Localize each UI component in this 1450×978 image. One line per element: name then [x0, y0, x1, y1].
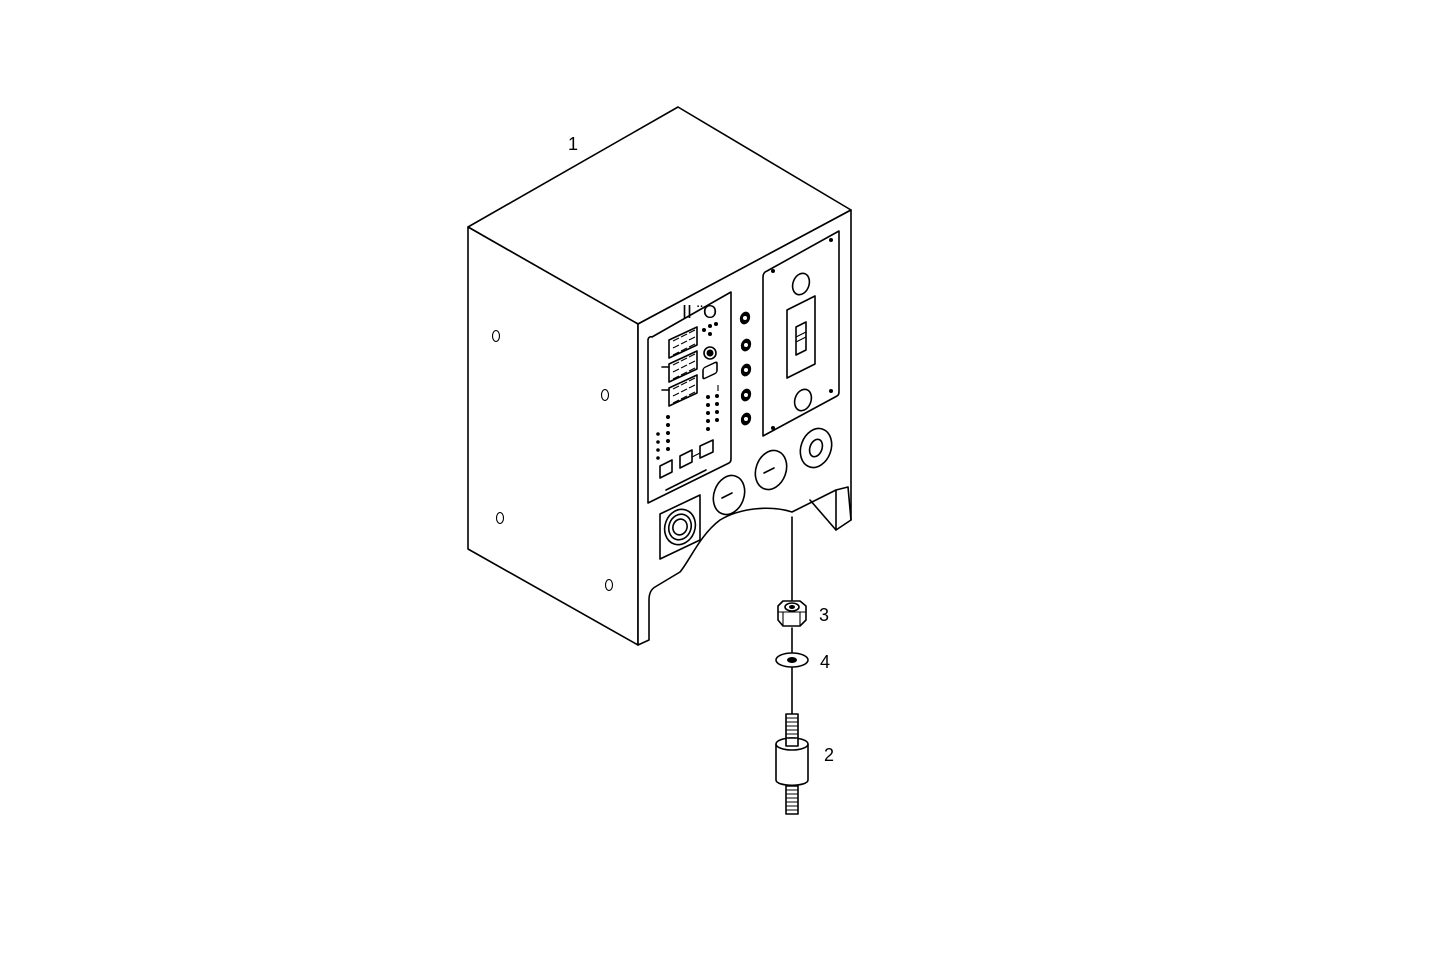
- hole-icon: [495, 511, 505, 525]
- led-column-right: [706, 385, 719, 431]
- fan-grille: [659, 494, 701, 560]
- left-panel-holes: [491, 329, 614, 592]
- cabinet-right-leg-inner: [809, 499, 837, 531]
- control-display-panel: II ¨O: [647, 291, 732, 504]
- knob-column: [739, 311, 752, 426]
- gauge-icon: [754, 449, 788, 491]
- gauges: [712, 427, 833, 516]
- gauge-icon: [712, 474, 746, 516]
- push-button: [659, 459, 673, 479]
- brand-logo: [665, 469, 707, 491]
- callout-1: 1: [568, 134, 578, 154]
- callout-4: 4: [820, 652, 830, 672]
- led-column-left: [656, 415, 670, 460]
- rotary-knob-icon: [703, 346, 717, 360]
- hole-icon: [600, 388, 610, 402]
- rocker-switch-frame: [786, 295, 816, 379]
- cabinet-right-leg-edge: [835, 486, 852, 521]
- hole-icon: [604, 578, 614, 592]
- callout-3: 3: [819, 605, 829, 625]
- control-cabinet: II ¨O: [467, 106, 852, 646]
- indicator-lamp-icon: [793, 388, 813, 412]
- panel-header-mark: II ¨O: [682, 302, 717, 322]
- switch-plate: [762, 230, 840, 437]
- digital-display-2: [661, 350, 698, 383]
- flat-washer: [775, 652, 809, 668]
- indicator-lamp-icon: [791, 272, 811, 296]
- rubber-mount-stud: [775, 713, 809, 815]
- callout-2: 2: [824, 745, 834, 765]
- panel-button: [702, 361, 718, 380]
- digital-display-1: [668, 326, 698, 359]
- digital-display-3: [661, 374, 698, 407]
- hole-icon: [491, 329, 501, 343]
- rocker-switch-icon: [795, 321, 807, 356]
- hex-lock-nut: [777, 600, 807, 627]
- gauge-large-icon: [799, 427, 833, 469]
- push-button: [679, 449, 693, 469]
- push-button: [699, 439, 714, 459]
